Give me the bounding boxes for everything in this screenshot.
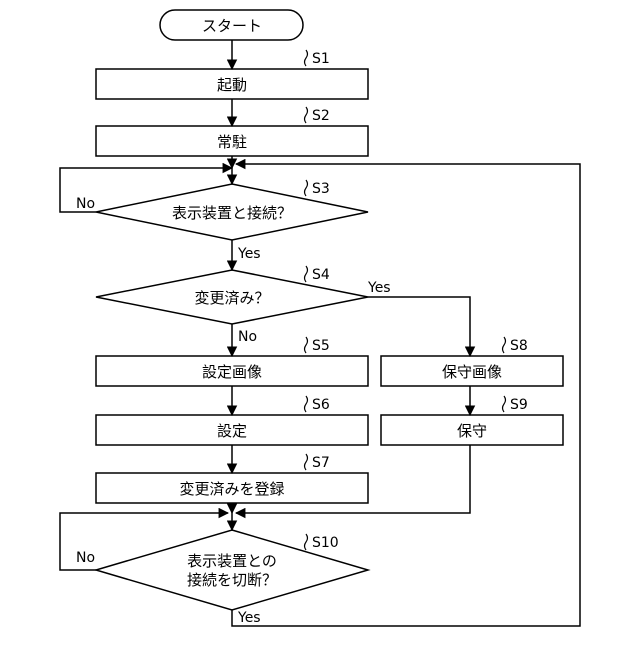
process-s6-label: 設定 [217,422,247,440]
step-id-s5: S5 [312,338,330,354]
step-id-s8: S8 [510,338,528,354]
edge-label-s3-yes: Yes [237,246,261,262]
edge-s4-yes-s8 [368,297,470,356]
step-id-s9: S9 [510,397,528,413]
step-id-s1: S1 [312,51,330,67]
process-s2-label: 常駐 [217,133,247,151]
edge-label-s10-yes: Yes [237,610,261,626]
process-s9-label: 保守 [457,422,487,440]
decision-s10-label-line2: 接続を切断？ [187,571,277,589]
decision-s4-label: 変更済み？ [194,289,269,307]
step-callout-s6 [305,396,308,412]
step-callout-s2 [305,107,308,123]
decision-s10-label-line1: 表示装置との [187,552,277,570]
process-s8-label: 保守画像 [442,363,502,381]
step-callout-s1 [305,50,308,66]
process-s7-label: 変更済みを登録 [179,480,284,498]
step-id-s7: S7 [312,455,330,471]
decision-s3-label: 表示装置と接続？ [172,204,292,222]
process-s5-label: 設定画像 [202,363,262,381]
edge-label-s4-no: No [238,329,257,345]
process-s1-label: 起動 [217,76,247,94]
step-callout-s3 [305,180,308,196]
step-callout-s10 [305,534,308,550]
step-callout-s4 [305,266,308,282]
step-callout-s7 [305,454,308,470]
step-id-s2: S2 [312,108,330,124]
step-callout-s9 [503,396,506,412]
edge-label-s3-no: No [76,196,95,212]
start-label: スタート [202,17,262,35]
edge-label-s10-no: No [76,550,95,566]
step-id-s3: S3 [312,181,330,197]
step-id-s4: S4 [312,267,330,283]
step-callout-s8 [503,337,506,353]
step-callout-s5 [305,337,308,353]
edge-label-s4-yes: Yes [367,280,391,296]
step-id-s6: S6 [312,397,330,413]
step-id-s10: S10 [312,535,339,551]
